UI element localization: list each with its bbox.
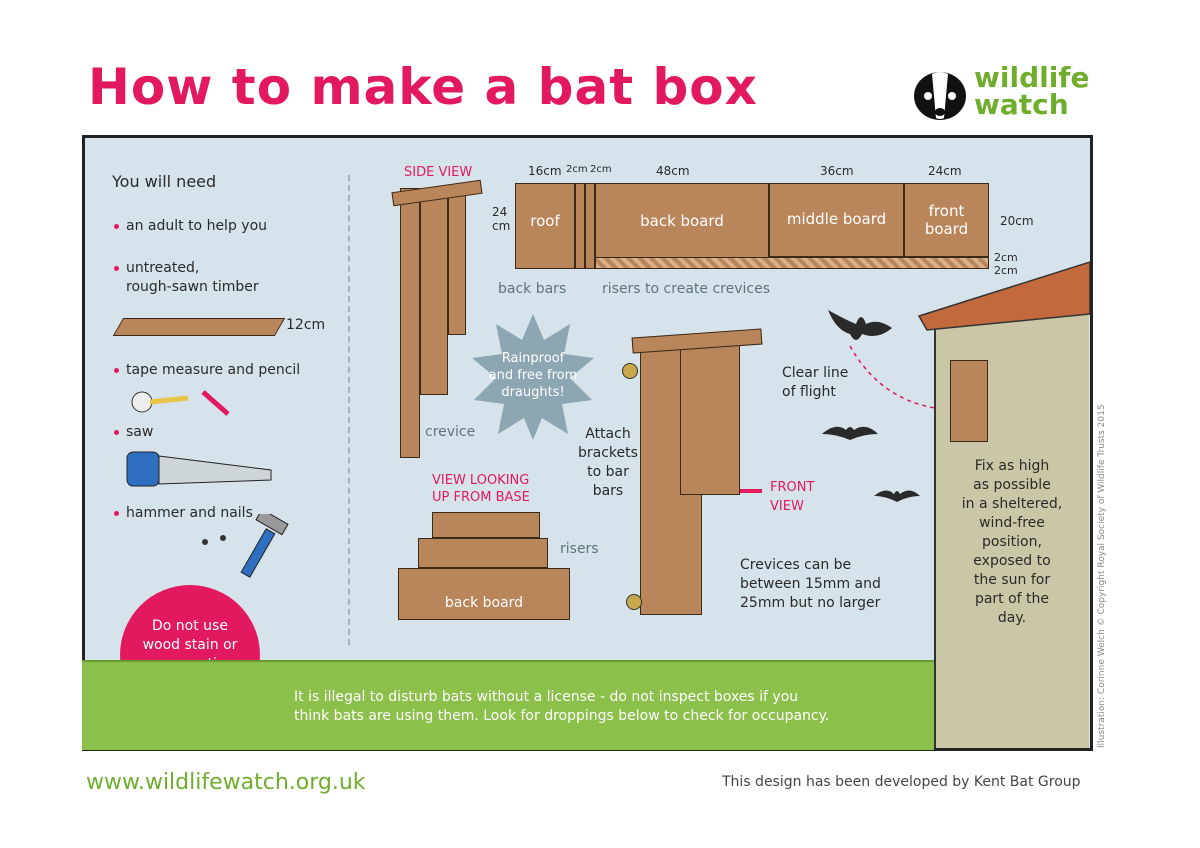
dim-height: 24 cm [492,205,511,233]
legal-note: It is illegal to disturb bats without a … [294,689,830,724]
side-view-front [448,195,466,335]
base-view-label: VIEW LOOKING UP FROM BASE [432,473,530,505]
bat-icon [874,490,920,502]
bullet [114,368,119,373]
base-board-label: back board [444,595,524,611]
grass-strip [82,660,934,750]
board-middle-label: middle board [786,210,887,228]
back-bar-1 [575,183,585,269]
base-mid [418,538,548,568]
base-risers-label: risers [560,541,599,557]
flight-note: Clear line of flight [782,365,849,400]
column-divider [348,175,352,645]
need-item-timber: untreated, rough-sawn timber [126,260,259,295]
starburst-badge [472,314,594,440]
front-view-label: FRONT VIEW [770,480,815,514]
side-view-back [400,188,420,458]
need-item-hammer: hammer and nails [126,505,253,521]
dim-right-height: 20cm [1000,214,1034,228]
dim-back: 48cm [656,164,690,178]
board-back [595,183,769,269]
base-bottom [398,568,570,620]
dim-middle: 36cm [820,164,854,178]
hammer-icon [202,514,289,578]
house-roof [917,261,1090,331]
badge-text: Rainproof and free from draughts! [488,351,578,400]
base-top [432,512,540,538]
board-middle [769,183,904,257]
front-view-arrow [740,489,762,493]
back-bar-2 [585,183,595,269]
bat-icon [822,426,878,440]
dim-bottom2: 2cm [994,264,1018,277]
need-item-adult: an adult to help you [126,218,268,234]
risers-strip [595,257,989,269]
badger-icon [914,72,966,120]
logo-line-2: watch [974,88,1069,121]
mounted-bat-box [950,360,988,442]
dim-front: 24cm [928,164,962,178]
bat-icon [828,310,892,340]
board-roof-label: roof [530,212,560,230]
back-bars-label: back bars [498,281,567,297]
box-middle [680,345,740,495]
board-back-label: back board [640,212,724,230]
crevices-note: Crevices can be between 15mm and 25mm bu… [740,557,881,611]
crevice-label: crevice [425,424,476,440]
logo-line-1: wildlife [974,61,1090,94]
attach-note: Attach brackets to bar bars [578,426,638,499]
bracket-bottom [626,594,642,610]
page-title: How to make a bat box [88,58,758,116]
board-roof [515,183,575,269]
flight-path [849,345,961,411]
board-front [904,183,989,257]
bracket-top [622,363,638,379]
bullet [114,430,119,435]
footer-url[interactable]: www.wildlifewatch.org.uk [86,770,366,795]
fix-note: Fix as high as possible in a sheltered, … [961,458,1063,626]
risers-note-label: risers to create crevices [602,281,770,297]
dim-gap2: 2cm [590,164,612,175]
board-front-label: front board [924,202,969,238]
dim-gap1: 2cm [566,164,588,175]
dim-roof: 16cm [528,164,562,178]
bullet [114,224,119,229]
illustration-credit: Illustration: Corinne Welch © Copyright … [1097,404,1107,748]
bullet [114,511,119,516]
bullet [114,266,119,271]
need-heading: You will need [112,172,217,191]
dim-bottom1: 2cm [994,251,1018,264]
side-view-label: SIDE VIEW [404,165,473,180]
timber-thickness: 12cm [286,317,326,333]
saw-icon [126,451,272,487]
need-item-tape: tape measure and pencil [126,362,301,378]
timber-plank [112,318,286,336]
tape-measure-icon [131,390,230,416]
footer-credit: This design has been developed by Kent B… [722,774,1081,790]
need-item-saw: saw [126,424,154,440]
side-view-middle [420,195,448,395]
